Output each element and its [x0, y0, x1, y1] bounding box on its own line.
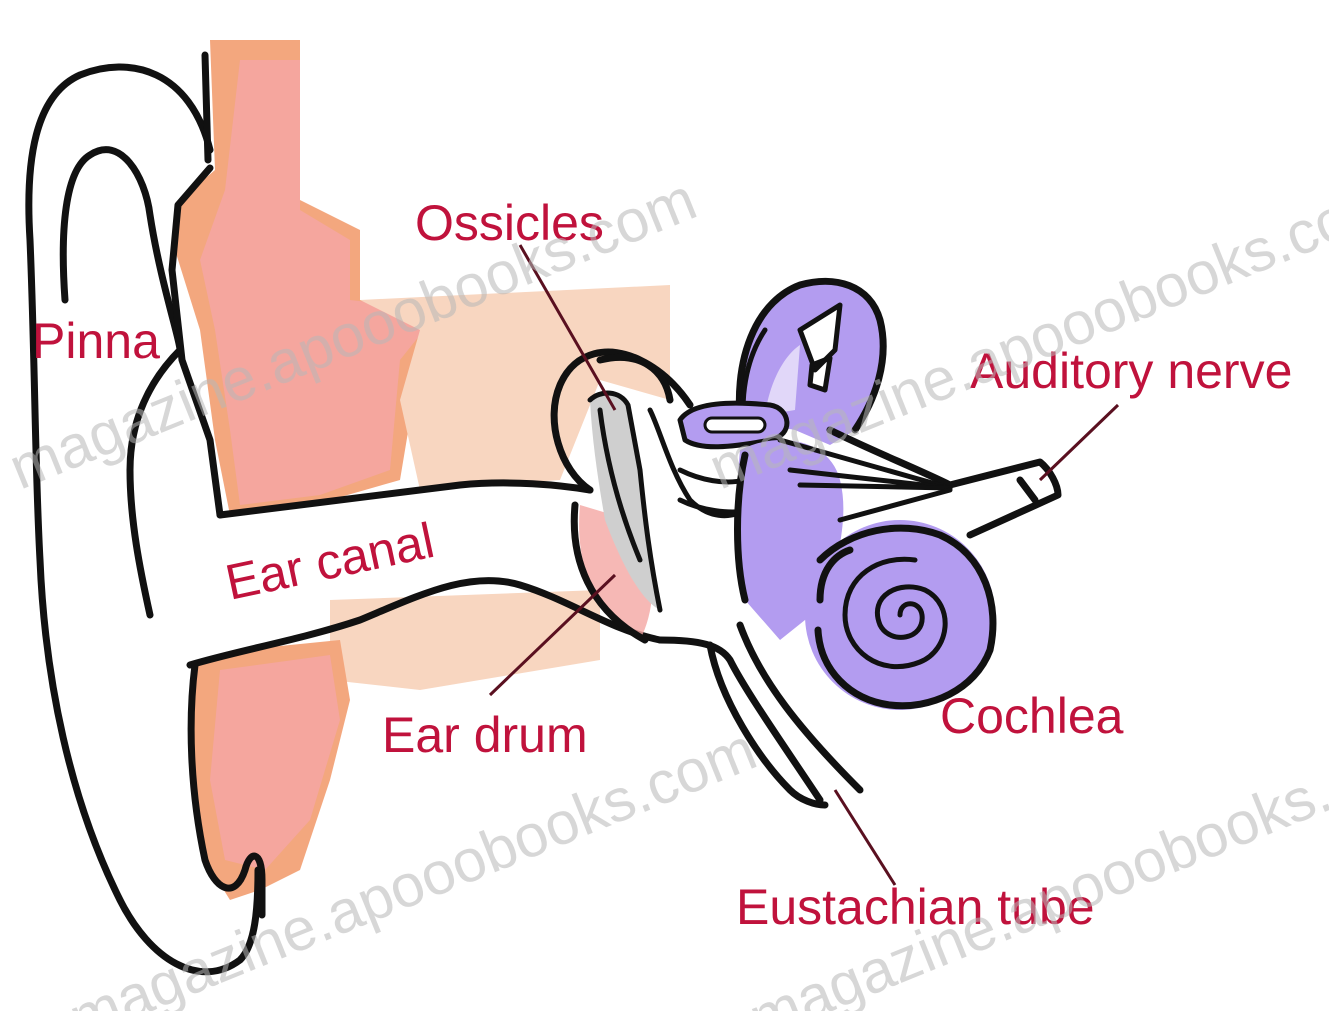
label-pinna: Pinna	[32, 313, 160, 369]
label-ear-canal: Ear canal	[221, 512, 439, 611]
outer-ear-tissue	[175, 40, 670, 900]
leader-eustachian	[835, 790, 895, 885]
label-cochlea: Cochlea	[940, 688, 1124, 744]
leader-auditory-nerve	[1040, 405, 1118, 480]
label-ear-drum: Ear drum	[382, 707, 588, 763]
